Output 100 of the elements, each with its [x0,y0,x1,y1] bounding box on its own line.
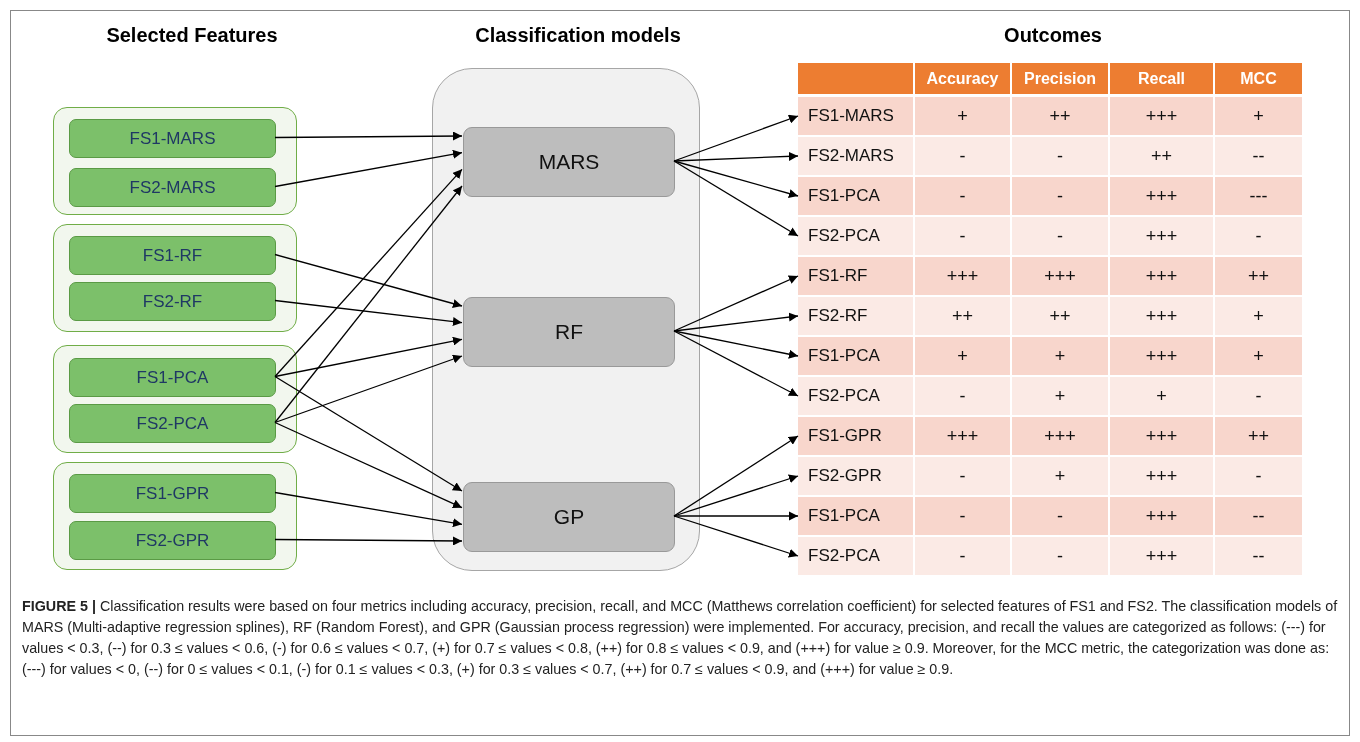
arrow [274,336,463,378]
table-cell: ++ [915,297,1010,335]
feature-box: FS2-RF [69,282,276,321]
feature-box: FS1-RF [69,236,276,275]
table-cell: + [1215,97,1302,135]
arrow [274,536,463,546]
feature-box: FS1-MARS [69,119,276,158]
feature-box: FS2-MARS [69,168,276,207]
table-cell: - [915,137,1010,175]
table-cell: +++ [1110,457,1213,495]
table-cell: - [915,177,1010,215]
arrow [673,151,799,162]
column-header: Precision [1012,63,1108,94]
row-label: FS1-GPR [798,417,913,455]
table-cell: - [1012,137,1108,175]
table-cell: + [1012,337,1108,375]
table-cell: - [915,497,1010,535]
arrow [673,160,799,198]
arrow [274,168,463,378]
table-cell: + [1110,377,1213,415]
row-label: FS2-PCA [798,217,913,255]
table-cell: +++ [1012,417,1108,455]
row-label: FS2-GPR [798,457,913,495]
feature-box: FS1-PCA [69,358,276,397]
arrow [673,275,799,332]
table-cell: ++ [1215,417,1302,455]
table-cell: +++ [1110,177,1213,215]
row-label: FS1-PCA [798,337,913,375]
column-heading: Classification models [475,24,681,47]
row-label: FS1-RF [798,257,913,295]
arrow [274,149,463,188]
row-label: FS1-PCA [798,497,913,535]
table-cell: + [1215,337,1302,375]
figure-caption: FIGURE 5 | Classification results were based on four metrics including accuracy, precision, recall, and MCC (Matthews correlation coefficient) for selected features of FS1 and FS2. The classification models of MARS (Multi-adaptive regression splines), RF (Random Forest), and GPR (Gaussian process regression) were implemented. For accuracy, precision, and recall the values are categorized as follows: (---) for values < 0.3, (--) for 0.3 ≤ values < 0.6, (-) for 0.6 ≤ values < 0.7, (+) for 0.7 ≤ values < 0.8, (++) for 0.8 ≤ values < 0.9, and (+++) for value ≥ 0.9. Moreover, for the MCC metric, the categorization was done as: (---) for values < 0, (--) for 0 ≤ values < 0.1, (-) for 0.1 ≤ values < 0.3, (+) for 0.3 ≤ values < 0.7, (++) for 0.7 ≤ values < 0.9, and (+++) for value ≥ 0.9. [22,597,1339,679]
table-cell: - [1012,177,1108,215]
table-cell: +++ [1012,257,1108,295]
table-cell: - [915,537,1010,575]
arrow [274,421,463,509]
table-cell: ++ [1012,297,1108,335]
table-cell: - [1215,377,1302,415]
arrow [274,354,463,424]
arrow [673,312,799,332]
row-label: FS2-PCA [798,377,913,415]
table-cell: - [915,457,1010,495]
arrow [274,253,463,308]
table-cell: ++ [1215,257,1302,295]
row-label: FS1-MARS [798,97,913,135]
feature-box: FS1-GPR [69,474,276,513]
arrow [673,474,799,517]
table-cell: + [1215,297,1302,335]
column-header: MCC [1215,63,1302,94]
arrow [673,330,799,397]
table-cell: - [1012,537,1108,575]
table-cell: +++ [1110,497,1213,535]
arrow [274,131,463,141]
table-cell: - [915,217,1010,255]
arrow [673,114,799,162]
arrow [274,299,463,327]
table-cell: +++ [1110,217,1213,255]
models-container [432,68,700,571]
table-cell: +++ [1110,297,1213,335]
arrow [673,511,799,521]
arrow [673,330,799,359]
column-header: Accuracy [915,63,1010,94]
model-box: RF [463,297,675,367]
table-cell: +++ [1110,337,1213,375]
table-cell: + [915,97,1010,135]
table-cell: + [915,337,1010,375]
model-box: MARS [463,127,675,197]
table-cell: -- [1215,497,1302,535]
table-cell: --- [1215,177,1302,215]
table-cell: - [1215,457,1302,495]
table-cell: - [915,377,1010,415]
table-cell: +++ [915,417,1010,455]
arrow [673,160,799,237]
row-label: FS2-PCA [798,537,913,575]
feature-group-box [53,224,297,332]
feature-box: FS2-GPR [69,521,276,560]
table-cell: +++ [1110,97,1213,135]
table-cell: +++ [1110,257,1213,295]
table-cell: + [1012,377,1108,415]
row-label: FS1-PCA [798,177,913,215]
arrow [274,375,463,492]
model-box: GP [463,482,675,552]
arrow [673,515,799,558]
table-cell: -- [1215,137,1302,175]
column-header: Recall [1110,63,1213,94]
table-cell: - [1012,217,1108,255]
arrow [274,185,463,424]
table-cell: ++ [1110,137,1213,175]
feature-box: FS2-PCA [69,404,276,443]
table-cell: ++ [1012,97,1108,135]
column-heading: Selected Features [106,24,278,47]
feature-group-box [53,345,297,453]
table-cell: - [1012,497,1108,535]
feature-group-box [53,107,297,215]
arrow [673,435,799,517]
feature-group-box [53,462,297,570]
column-heading: Outcomes [1004,24,1102,47]
table-cell: -- [1215,537,1302,575]
